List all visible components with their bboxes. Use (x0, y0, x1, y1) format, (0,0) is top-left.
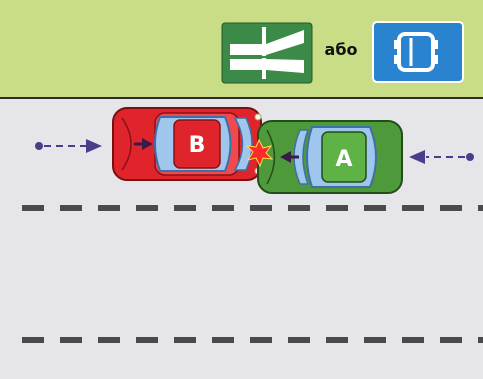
lane-dash (98, 205, 120, 211)
lane-dash (440, 337, 462, 343)
lane-dash (174, 337, 196, 343)
motorway-sign-icon (221, 22, 313, 84)
lane-dash (98, 337, 120, 343)
car-road-sign-icon (372, 21, 464, 83)
lane-dash (212, 205, 234, 211)
lane-dash (288, 205, 310, 211)
lane-dash (478, 337, 483, 343)
lane-dash (250, 337, 272, 343)
lane-marking-upper (22, 205, 483, 211)
vehicle-a: A (257, 120, 403, 194)
lane-dash (136, 205, 158, 211)
lane-dash (440, 205, 462, 211)
lane-dash (22, 337, 44, 343)
sign-connector-text: або (325, 40, 358, 59)
lane-dash (478, 205, 483, 211)
lane-dash (250, 205, 272, 211)
lane-marking-lower (22, 337, 483, 343)
lane-dash (364, 205, 386, 211)
lane-dash (22, 205, 44, 211)
lane-dash (136, 337, 158, 343)
lane-dash (212, 337, 234, 343)
lane-dash (402, 337, 424, 343)
vehicle-a-label: A (335, 147, 352, 172)
vehicle-b-direction-arrow (35, 139, 102, 153)
lane-dash (364, 337, 386, 343)
vehicle-a-direction-arrow (409, 150, 474, 164)
vehicle-b-label: B (189, 133, 206, 158)
vehicle-b: B (112, 107, 262, 181)
lane-dash (174, 205, 196, 211)
lane-dash (288, 337, 310, 343)
lane-dash (326, 337, 348, 343)
lane-dash (60, 337, 82, 343)
collision-spark-icon (245, 138, 274, 168)
lane-dash (60, 205, 82, 211)
lane-dash (326, 205, 348, 211)
lane-dash (402, 205, 424, 211)
